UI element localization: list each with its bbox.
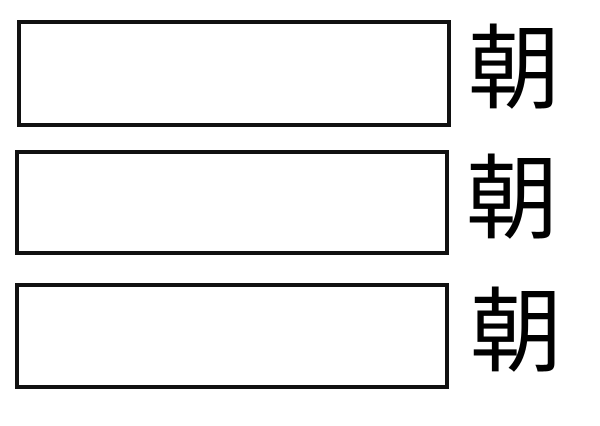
answer-box-1[interactable] (17, 20, 451, 127)
character-label-3: 朝 (470, 279, 563, 386)
character-label-2: 朝 (466, 146, 559, 253)
answer-box-2[interactable] (15, 150, 449, 255)
answer-box-3[interactable] (15, 283, 449, 389)
character-label-1: 朝 (468, 16, 561, 123)
